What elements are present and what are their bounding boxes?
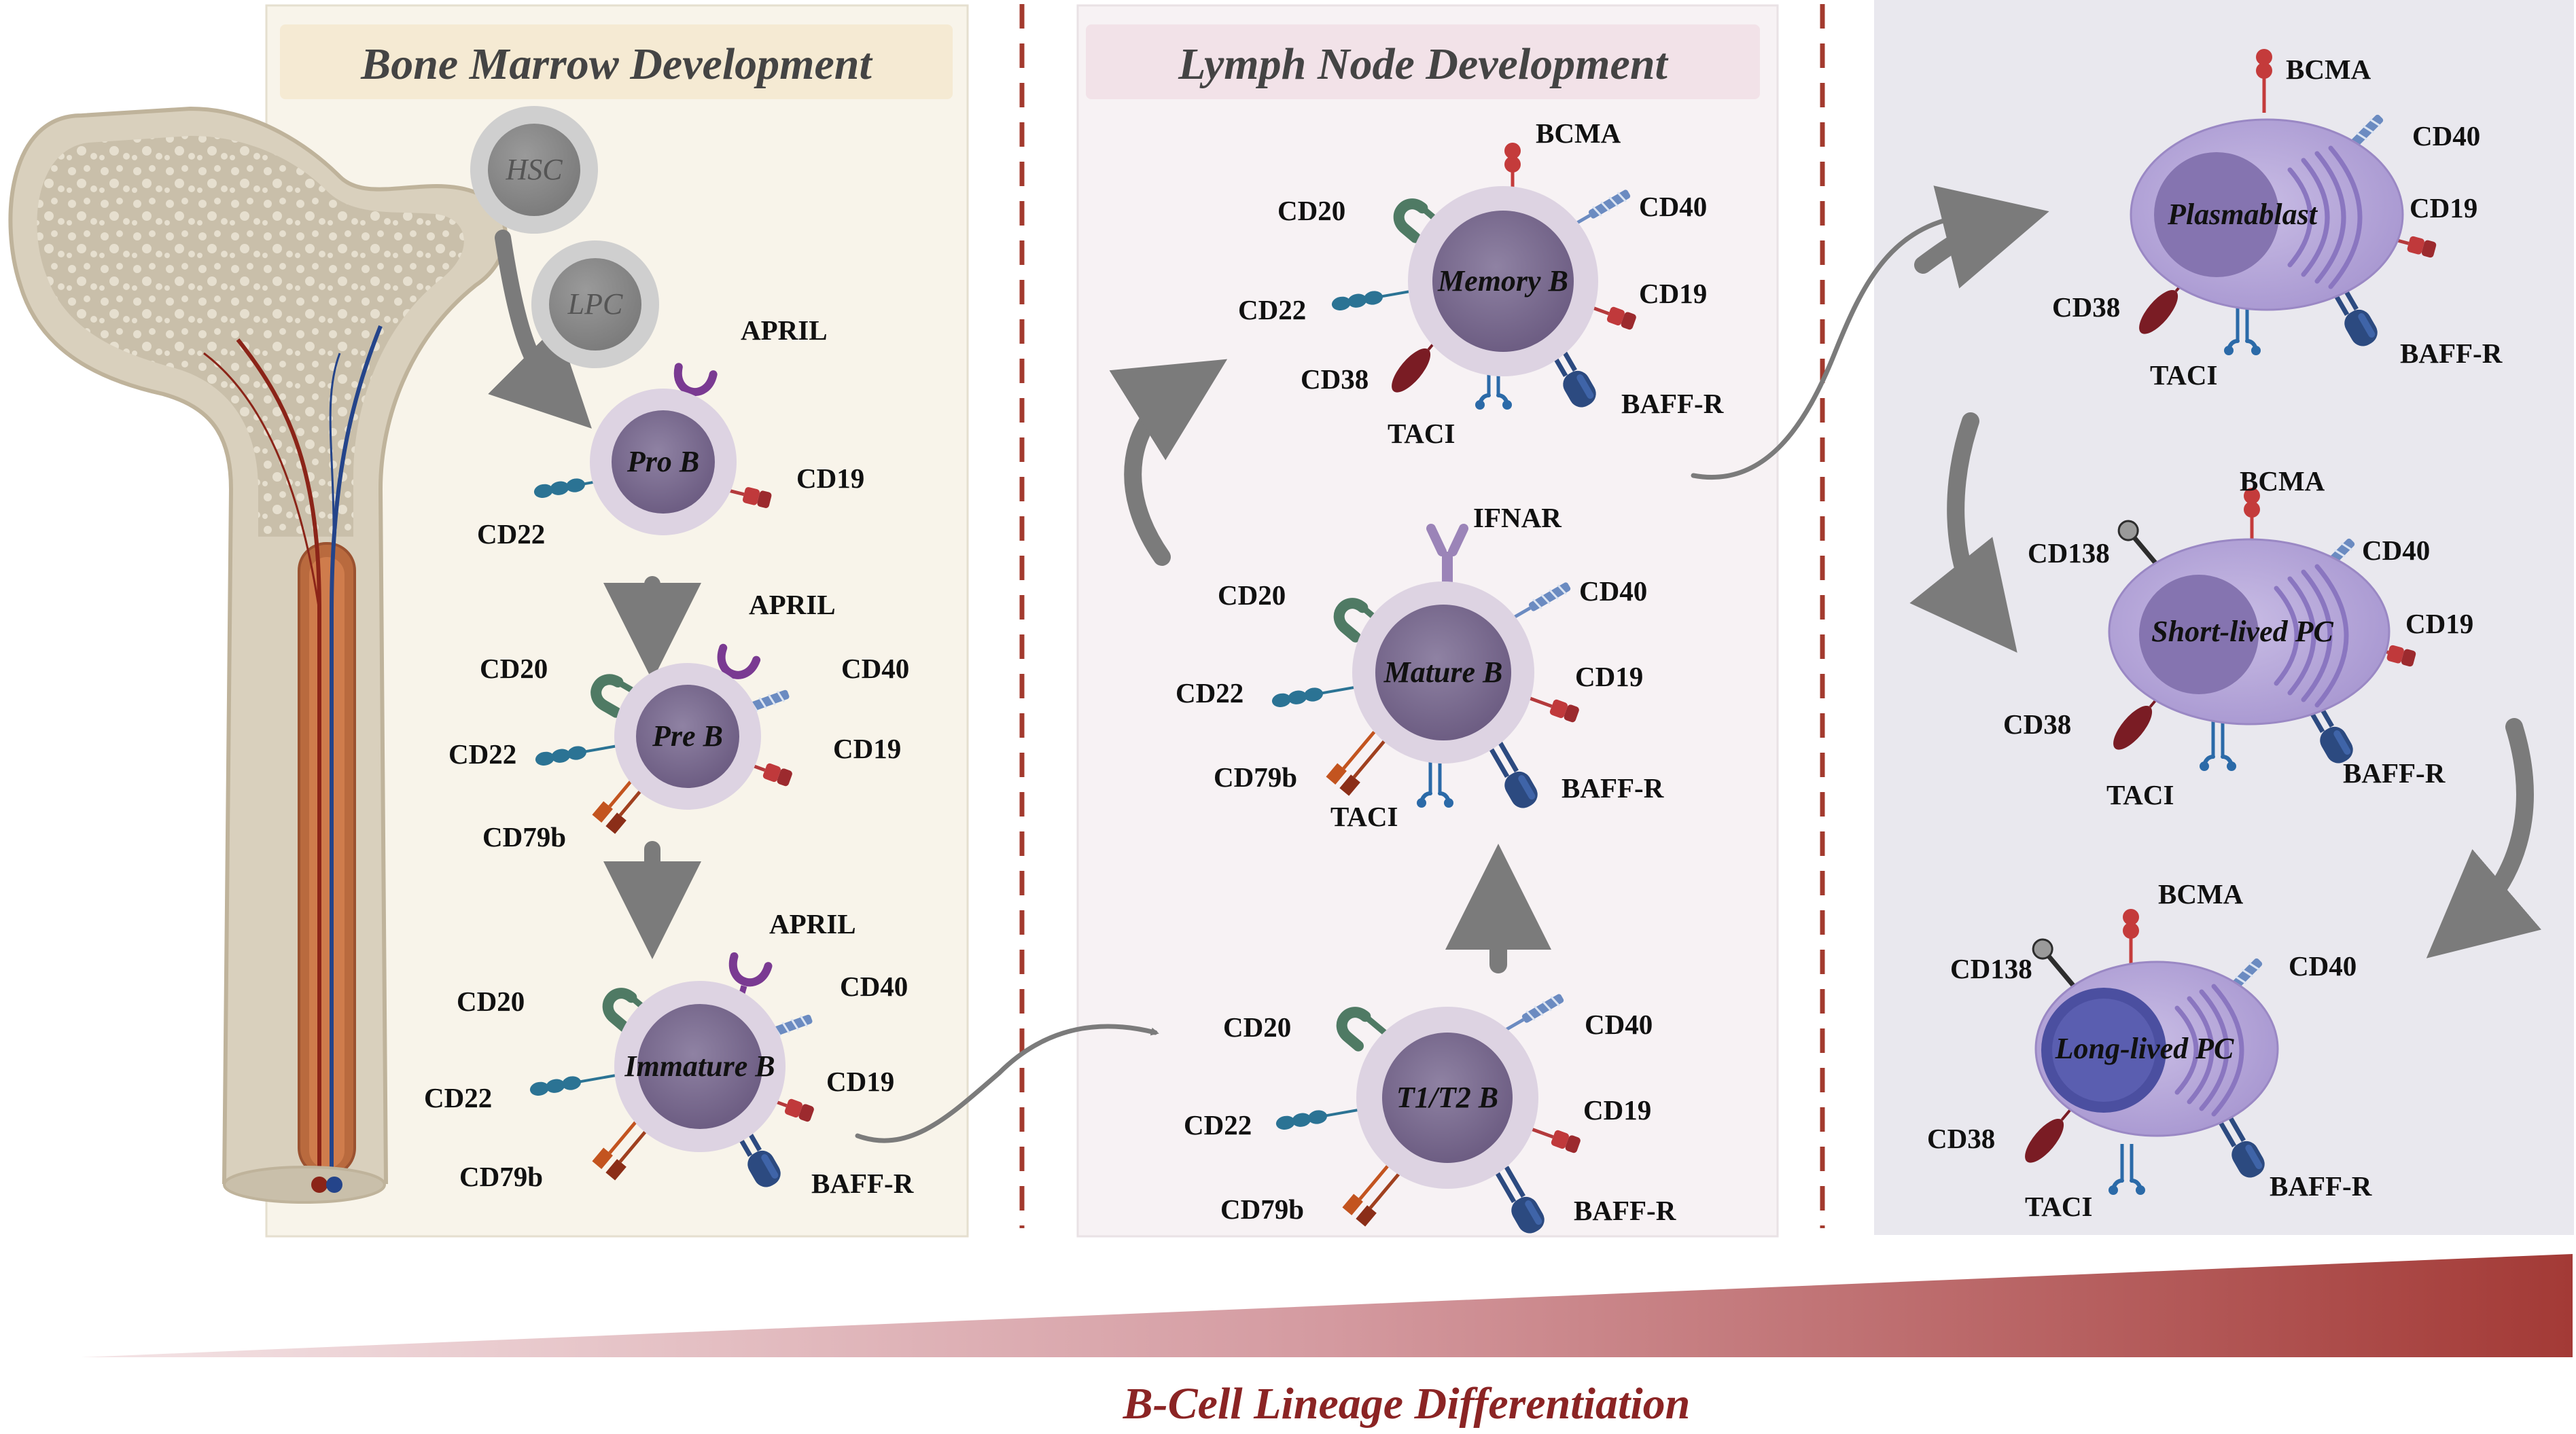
plasmablast-label: Plasmablast <box>2167 198 2318 231</box>
mature-b-cd20-label: CD20 <box>1218 579 1286 611</box>
memory-b-cd40-label: CD40 <box>1639 191 1707 222</box>
pre-b-label: Pre B <box>652 719 723 753</box>
pro-b-cell: Pro B <box>531 367 772 535</box>
memory-b-taci-label: TACI <box>1388 418 1455 449</box>
immature-b-april-label: APRIL <box>769 908 856 939</box>
bone-marrow-title-box <box>280 24 953 99</box>
pre-b-cd19-label: CD19 <box>833 733 901 764</box>
long-lived-pc-cd38-label: CD38 <box>1927 1123 1995 1154</box>
immature-b-cell: Immature B <box>527 956 815 1191</box>
memory-b-cd22-label: CD22 <box>1238 294 1306 325</box>
bone-marrow-title: Bone Marrow Development <box>360 39 872 89</box>
long-lived-pc-baffr-label: BAFF-R <box>2270 1170 2372 1202</box>
pro-b-label: Pro B <box>627 445 699 478</box>
plasmablast-cell: Plasmablast <box>2130 49 2437 355</box>
differentiation-gradient-wedge <box>82 1254 2573 1357</box>
arrow-memory-to-plasmablast <box>1691 214 1961 480</box>
arrow-hsc-to-prob <box>488 230 592 429</box>
lpc-cell: LPC <box>531 240 659 368</box>
lymph-node-title: Lymph Node Development <box>1178 39 1668 89</box>
t1t2-b-cd40-label: CD40 <box>1585 1009 1653 1040</box>
plasmablast-baffr-label: BAFF-R <box>2400 338 2503 369</box>
pro-b-cd19-label: CD19 <box>796 463 864 494</box>
long-lived-pc-bcma-label: BCMA <box>2158 878 2244 910</box>
differentiation-title: B-Cell Lineage Differentiation <box>1123 1379 1691 1429</box>
arrow-plasmablast-wide <box>1914 185 2049 289</box>
arrow-short-to-long <box>2426 718 2541 958</box>
plasmablast-taci-label: TACI <box>2150 359 2217 391</box>
pre-b-cd40-label: CD40 <box>841 653 909 684</box>
long-lived-pc-label: Long-lived PC <box>2055 1032 2234 1065</box>
long-lived-pc-taci-label: TACI <box>2025 1191 2092 1222</box>
femur-bone-illustration <box>8 106 508 1204</box>
short-lived-pc-cd138-label: CD138 <box>2028 537 2110 569</box>
pre-b-cd79b-label: CD79b <box>482 821 566 853</box>
t1t2-b-label: T1/T2 B <box>1396 1081 1498 1114</box>
t1t2-b-cd22-label: CD22 <box>1184 1109 1252 1141</box>
short-lived-pc-taci-label: TACI <box>2106 779 2174 810</box>
pre-b-cell: Pre B <box>533 648 793 834</box>
short-lived-pc-bcma-label: BCMA <box>2240 465 2325 497</box>
memory-b-cell: Memory B <box>1329 143 1637 412</box>
memory-b-label: Memory B <box>1437 264 1568 298</box>
t1t2-b-cd19-label: CD19 <box>1583 1094 1651 1126</box>
pro-b-april-label: APRIL <box>741 315 828 346</box>
arrow-mature-to-memory <box>1109 359 1228 566</box>
mature-b-taci-label: TACI <box>1330 801 1398 832</box>
short-lived-pc-cd40-label: CD40 <box>2362 535 2430 566</box>
mature-b-cd19-label: CD19 <box>1575 661 1643 692</box>
hsc-label: HSC <box>505 153 563 186</box>
immature-b-baffr-label: BAFF-R <box>811 1168 914 1199</box>
immature-b-cd40-label: CD40 <box>840 971 908 1002</box>
lpc-label: LPC <box>567 287 623 321</box>
plasmablast-cd19-label: CD19 <box>2410 192 2477 223</box>
short-lived-pc-cd19-label: CD19 <box>2405 608 2473 639</box>
short-lived-pc-baffr-label: BAFF-R <box>2343 757 2446 789</box>
immature-b-cd22-label: CD22 <box>424 1082 492 1113</box>
immature-b-cd79b-label: CD79b <box>459 1161 543 1192</box>
immature-b-cd20-label: CD20 <box>457 986 525 1017</box>
immature-b-cd19-label: CD19 <box>826 1066 894 1097</box>
plasmablast-cd40-label: CD40 <box>2412 120 2480 151</box>
pre-b-cd22-label: CD22 <box>448 738 516 770</box>
hsc-cell: HSC <box>470 106 598 234</box>
mature-b-cd40-label: CD40 <box>1579 575 1647 607</box>
short-lived-pc-cd38-label: CD38 <box>2003 709 2071 740</box>
lymph-node-title-box <box>1086 24 1760 99</box>
long-lived-pc-cd40-label: CD40 <box>2289 950 2357 982</box>
mature-b-baffr-label: BAFF-R <box>1562 772 1664 804</box>
arrow-plasmablast-to-short <box>1909 412 2017 653</box>
mature-b-label: Mature B <box>1383 656 1503 689</box>
mature-b-cd22-label: CD22 <box>1176 677 1243 709</box>
long-lived-pc-cd138-label: CD138 <box>1950 953 2032 984</box>
plasmablast-cd38-label: CD38 <box>2052 291 2120 323</box>
t1t2-b-cell: T1/T2 B <box>1273 992 1581 1238</box>
t1t2-b-cd20-label: CD20 <box>1223 1011 1291 1043</box>
pro-b-cd22-label: CD22 <box>477 518 545 550</box>
memory-b-bcma-label: BCMA <box>1536 118 1621 149</box>
memory-b-cd19-label: CD19 <box>1639 278 1707 309</box>
t1t2-b-cd79b-label: CD79b <box>1220 1194 1304 1225</box>
memory-b-cd38-label: CD38 <box>1301 363 1369 395</box>
mature-b-cd79b-label: CD79b <box>1214 761 1297 793</box>
mature-b-ifnar-label: IFNAR <box>1473 502 1562 533</box>
progression-arrows <box>488 185 2541 1143</box>
immature-b-label: Immature B <box>624 1050 775 1083</box>
mature-b-cell: Mature B <box>1269 528 1580 812</box>
arrow-immature-to-t1t2 <box>855 1024 1159 1143</box>
memory-b-baffr-label: BAFF-R <box>1621 388 1724 419</box>
long-lived-pc-cell: Long-lived PC <box>2017 909 2279 1195</box>
short-lived-pc-label: Short-lived PC <box>2151 615 2333 648</box>
pre-b-cd20-label: CD20 <box>480 653 548 684</box>
memory-b-cd20-label: CD20 <box>1277 195 1345 226</box>
short-lived-pc-cell: Short-lived PC <box>2105 488 2417 771</box>
plasmablast-bcma-label: BCMA <box>2286 54 2371 85</box>
pre-b-april-label: APRIL <box>749 589 836 620</box>
t1t2-b-baffr-label: BAFF-R <box>1574 1195 1676 1226</box>
